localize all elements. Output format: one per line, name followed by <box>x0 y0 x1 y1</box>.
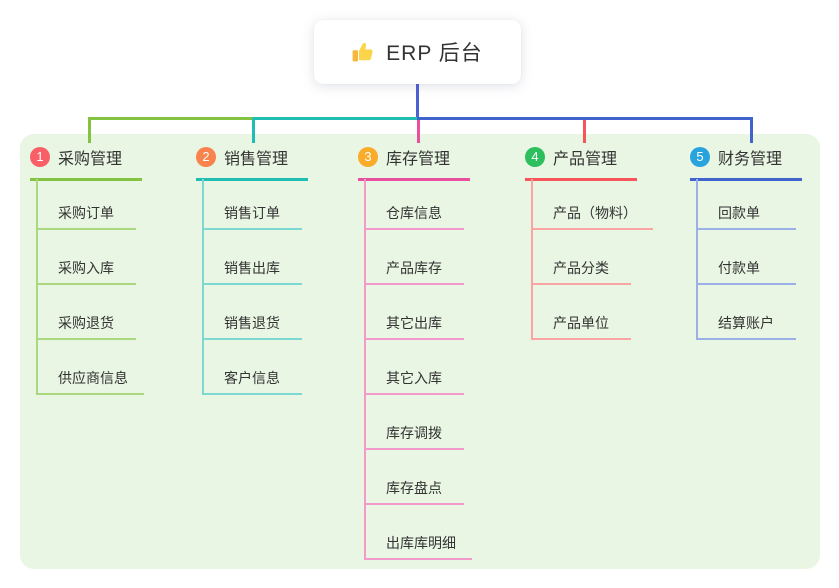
branch-label: 产品管理 <box>553 151 618 168</box>
child-node-label: 其它入库 <box>386 370 442 386</box>
child-node-label: 仓库信息 <box>386 205 442 221</box>
branch-children: 销售订单销售出库销售退货客户信息 <box>202 181 308 395</box>
child-node-label: 销售订单 <box>224 205 280 221</box>
branch-number-badge: 3 <box>358 147 378 167</box>
child-node[interactable]: 其它入库 <box>364 340 464 395</box>
bus-segment <box>88 117 255 120</box>
branch-number-badge: 1 <box>30 147 50 167</box>
child-node-label: 销售出库 <box>224 260 280 276</box>
branch-children: 仓库信息产品库存其它出库其它入库库存调拨库存盘点出库库明细 <box>364 181 472 560</box>
branch-header[interactable]: 5 财务管理 <box>690 145 802 181</box>
child-node-label: 库存盘点 <box>386 480 442 496</box>
branch-5: 5 财务管理回款单付款单结算账户 <box>690 145 802 340</box>
branch-drop-line <box>417 120 420 143</box>
child-node[interactable]: 供应商信息 <box>36 340 144 395</box>
child-node-label: 库存调拨 <box>386 425 442 441</box>
branch-label: 采购管理 <box>58 151 123 168</box>
child-node[interactable]: 销售订单 <box>202 181 302 230</box>
child-node-label: 采购退货 <box>58 315 114 331</box>
root-stem-line <box>416 84 419 120</box>
branch-spine-line <box>696 179 698 338</box>
branch-spine-line <box>531 179 533 338</box>
branch-number-badge: 4 <box>525 147 545 167</box>
child-node[interactable]: 产品单位 <box>531 285 631 340</box>
child-node[interactable]: 客户信息 <box>202 340 302 395</box>
child-node[interactable]: 采购订单 <box>36 181 136 230</box>
bus-segment <box>417 117 753 120</box>
child-node-label: 出库库明细 <box>386 535 456 551</box>
branch-label: 库存管理 <box>386 151 451 168</box>
child-node[interactable]: 仓库信息 <box>364 181 464 230</box>
branch-4: 4 产品管理产品（物料） 产品分类产品单位 <box>525 145 653 340</box>
child-node-label: 客户信息 <box>224 370 280 386</box>
child-node[interactable]: 库存盘点 <box>364 450 464 505</box>
child-node[interactable]: 销售退货 <box>202 285 302 340</box>
child-node-label: 销售退货 <box>224 315 280 331</box>
child-node-label: 其它出库 <box>386 315 442 331</box>
branch-label: 销售管理 <box>224 151 289 168</box>
branch-drop-line <box>750 120 753 143</box>
child-node[interactable]: 产品库存 <box>364 230 464 285</box>
child-node[interactable]: 结算账户 <box>696 285 796 340</box>
child-node[interactable]: 采购退货 <box>36 285 136 340</box>
child-node[interactable]: 产品分类 <box>531 230 631 285</box>
bus-segment <box>252 117 420 120</box>
child-node-label: 产品库存 <box>386 260 442 276</box>
child-node-label: 供应商信息 <box>58 370 128 386</box>
thumbs-up-icon <box>352 40 376 64</box>
branch-drop-line <box>252 120 255 143</box>
branches-panel <box>20 134 820 569</box>
child-node[interactable]: 销售出库 <box>202 230 302 285</box>
branch-header[interactable]: 1 采购管理 <box>30 145 142 181</box>
child-node[interactable]: 回款单 <box>696 181 796 230</box>
branch-label: 财务管理 <box>718 151 783 168</box>
child-node-label: 产品单位 <box>553 315 609 331</box>
branch-3: 3 库存管理仓库信息产品库存其它出库其它入库库存调拨库存盘点出库库明细 <box>358 145 472 560</box>
child-node[interactable]: 采购入库 <box>36 230 136 285</box>
child-node-label: 产品分类 <box>553 260 609 276</box>
child-node-label: 付款单 <box>718 260 760 276</box>
child-node-label: 产品（物料） <box>553 205 637 221</box>
child-node-label: 采购入库 <box>58 260 114 276</box>
child-node[interactable]: 产品（物料） <box>531 181 653 230</box>
branch-drop-line <box>88 120 91 143</box>
branch-2: 2 销售管理销售订单销售出库销售退货客户信息 <box>196 145 308 395</box>
root-node[interactable]: ERP 后台 <box>314 20 521 84</box>
branch-spine-line <box>202 179 204 393</box>
branch-children: 回款单付款单结算账户 <box>696 181 802 340</box>
child-node[interactable]: 出库库明细 <box>364 505 472 560</box>
child-node-label: 结算账户 <box>718 315 774 331</box>
root-node-label: ERP 后台 <box>386 42 483 65</box>
branch-header[interactable]: 2 销售管理 <box>196 145 308 181</box>
branch-spine-line <box>364 179 366 558</box>
branch-header[interactable]: 3 库存管理 <box>358 145 470 181</box>
child-node-label: 采购订单 <box>58 205 114 221</box>
branch-drop-line <box>583 120 586 143</box>
branch-children: 产品（物料） 产品分类产品单位 <box>531 181 653 340</box>
child-node[interactable]: 其它出库 <box>364 285 464 340</box>
child-node[interactable]: 付款单 <box>696 230 796 285</box>
child-node-label: 回款单 <box>718 205 760 221</box>
branch-number-badge: 5 <box>690 147 710 167</box>
branch-1: 1 采购管理采购订单采购入库采购退货供应商信息 <box>30 145 144 395</box>
branch-spine-line <box>36 179 38 393</box>
child-node[interactable]: 库存调拨 <box>364 395 464 450</box>
branch-children: 采购订单采购入库采购退货供应商信息 <box>36 181 144 395</box>
branch-header[interactable]: 4 产品管理 <box>525 145 637 181</box>
branch-number-badge: 2 <box>196 147 216 167</box>
